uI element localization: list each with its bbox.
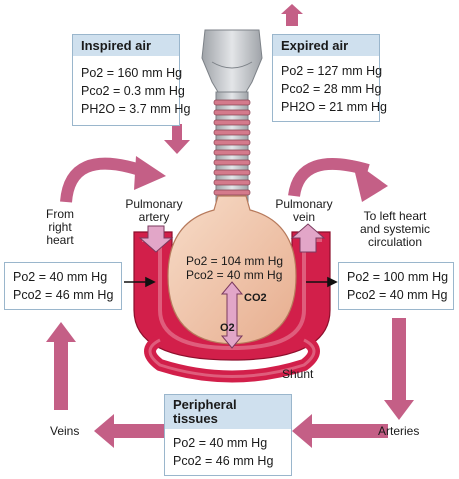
expired-pco2: Pco2 = 28 mm Hg: [281, 82, 382, 96]
from-right-heart-line3: heart: [46, 233, 74, 247]
flow-arrows: [46, 4, 414, 448]
veins-label: Veins: [50, 424, 80, 438]
arterial-blood-box: Po2 = 100 mm Hg Pco2 = 40 mm Hg: [338, 262, 454, 310]
pulmonary-artery-arrow: [138, 225, 174, 253]
peripheral-title-line2: tissues: [173, 411, 218, 426]
pulmonary-vein-arrow: [290, 223, 326, 253]
peripheral-title: Peripheral tissues: [165, 395, 291, 429]
arteries-label: Arteries: [378, 424, 420, 438]
inspired-po2: Po2 = 160 mm Hg: [81, 66, 183, 80]
from-right-heart-line1: From: [46, 207, 74, 221]
co2-label: CO2: [244, 292, 267, 304]
alveolus-pco2: Pco2 = 40 mm Hg: [186, 268, 283, 282]
gas-exchange-arrow: [220, 281, 244, 349]
from-right-heart-line2: right: [48, 220, 72, 234]
to-left-heart-line1: To left heart: [363, 209, 427, 223]
inspired-pco2: Pco2 = 0.3 mm Hg: [81, 84, 185, 98]
arterial-po2: Po2 = 100 mm Hg: [347, 270, 449, 284]
black-flow-arrows: [124, 276, 338, 288]
expired-air-title: Expired air: [273, 35, 379, 56]
peripheral-po2: Po2 = 40 mm Hg: [173, 436, 268, 450]
peripheral-title-line1: Peripheral: [173, 397, 237, 412]
inspired-air-title: Inspired air: [73, 35, 179, 56]
pulmonary-vein-line2: vein: [292, 210, 315, 224]
arterial-pco2: Pco2 = 40 mm Hg: [347, 288, 448, 302]
o2-label: O2: [220, 322, 235, 334]
pulmonary-artery-label: Pulmonary artery: [122, 198, 186, 224]
trachea: [201, 29, 263, 205]
expired-ph2o: PH2O = 21 mm Hg: [281, 100, 387, 114]
peripheral-pco2: Pco2 = 46 mm Hg: [173, 454, 274, 468]
from-right-heart-label: From right heart: [40, 208, 80, 247]
to-left-heart-label: To left heart and systemic circulation: [352, 210, 438, 249]
inspired-ph2o: PH2O = 3.7 mm Hg: [81, 102, 191, 116]
alveolus-po2: Po2 = 104 mm Hg: [186, 254, 284, 268]
pulmonary-artery-line2: artery: [138, 210, 170, 224]
pulmonary-vein-label: Pulmonary vein: [272, 198, 336, 224]
venous-blood-box: Po2 = 40 mm Hg Pco2 = 46 mm Hg: [4, 262, 122, 310]
inspired-air-box: Inspired air Po2 = 160 mm Hg Pco2 = 0.3 …: [72, 34, 191, 126]
expired-po2: Po2 = 127 mm Hg: [281, 64, 383, 78]
to-left-heart-line2: and systemic: [359, 222, 431, 236]
peripheral-tissues-box: Peripheral tissues Po2 = 40 mm Hg Pco2 =…: [164, 394, 292, 476]
pulmonary-vein-line1: Pulmonary: [275, 197, 333, 211]
to-left-heart-line3: circulation: [367, 235, 423, 249]
venous-po2: Po2 = 40 mm Hg: [13, 270, 108, 284]
pulmonary-artery-line1: Pulmonary: [125, 197, 183, 211]
shunt-label: Shunt: [282, 367, 314, 381]
expired-air-box: Expired air Po2 = 127 mm Hg Pco2 = 28 mm…: [272, 34, 387, 122]
venous-pco2: Pco2 = 46 mm Hg: [13, 288, 114, 302]
shunt-vessel: [144, 334, 320, 383]
